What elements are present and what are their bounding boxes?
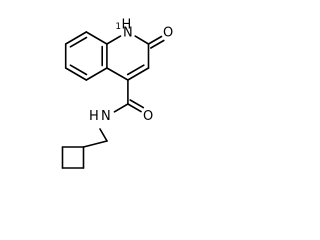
atom-label-ring-n: N — [123, 26, 133, 41]
benzene-ring — [64, 31, 108, 81]
bond-n1-c2 — [134, 35, 150, 45]
carboxamide-group — [113, 79, 145, 113]
bond-ch2-cyclobutyl — [82, 140, 108, 148]
bond-c6-c5 — [64, 67, 88, 81]
bond-camide-n — [113, 103, 129, 113]
bond-c4-c4a — [106, 67, 129, 81]
molecule-structure-diagram: H 1 N O O N H — [61, 18, 173, 169]
atom-label-amide-n: N — [101, 109, 111, 124]
bond-c2-o-double — [150, 39, 165, 49]
atom-label-ring-locant: 1 — [115, 22, 121, 32]
bond-n-ch2 — [99, 128, 108, 142]
bond-camide-o — [127, 103, 142, 113]
atom-label-amide-nh: N H — [89, 109, 111, 124]
bond-c8-c7-inner — [69, 36, 88, 48]
atom-label-amide-o: O — [143, 109, 153, 124]
bond-camide-o-double — [129, 99, 145, 109]
atom-label-amide-h: H — [89, 109, 99, 124]
bond-c3-c4 — [127, 67, 150, 81]
bond-c8a-c8 — [85, 31, 108, 45]
bond-c6-c5-inner — [69, 64, 88, 76]
atom-label-keto-o: O — [163, 26, 173, 41]
atom-label-ring-h: H — [122, 18, 132, 33]
bond-c8-c7 — [64, 31, 88, 45]
atom-label-ring-nh: H 1 N — [115, 18, 132, 41]
pyridinone-ring — [106, 35, 150, 81]
bond-c2-o — [147, 35, 163, 45]
bond-c3-c4-inner — [126, 64, 145, 76]
bond-c8a-n1 — [106, 35, 122, 45]
keto-group — [147, 35, 165, 49]
bond-c5-c4a — [85, 67, 108, 81]
cyclobutylmethyl-group — [61, 128, 108, 169]
